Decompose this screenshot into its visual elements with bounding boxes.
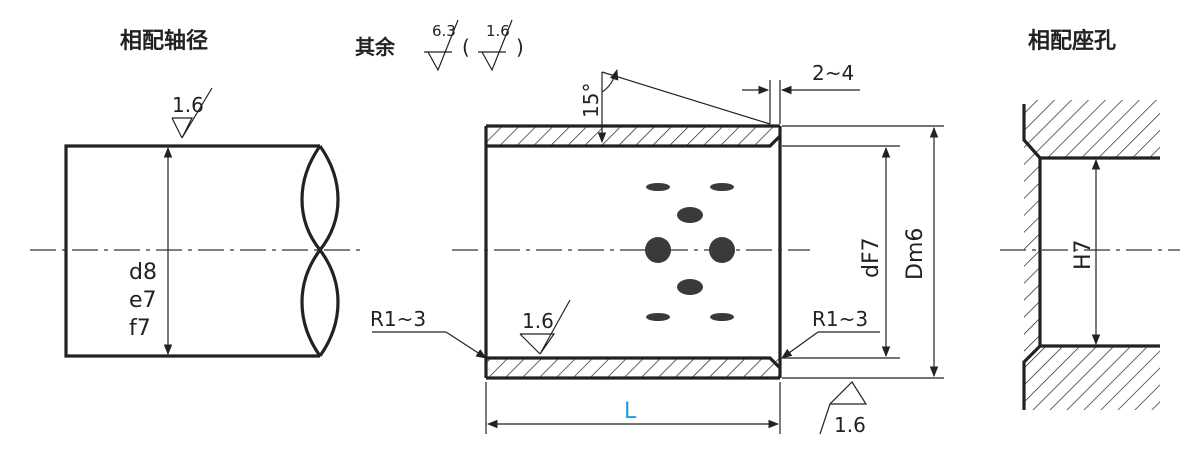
pocket-icon bbox=[677, 279, 703, 295]
roughness-symbol-icon bbox=[819, 381, 868, 435]
roughness-symbol-icon bbox=[427, 19, 459, 72]
shaft-view: 1.6 d8 e7 f7 bbox=[30, 87, 360, 358]
break-line bbox=[317, 145, 340, 357]
shaft-title: 相配轴径 bbox=[120, 28, 208, 54]
paren-close: ) bbox=[516, 35, 524, 59]
remaining-roughness-note: 其余 6.3 ( 1.6 ) bbox=[355, 19, 524, 72]
hole-tol-label: H7 bbox=[1071, 239, 1096, 270]
remaining-value-2: 1.6 bbox=[486, 22, 510, 40]
lubrication-pockets bbox=[645, 183, 735, 321]
length-label: L bbox=[624, 399, 637, 424]
outer-diameter-label: Dm6 bbox=[903, 228, 928, 280]
inner-diameter-label: dF7 bbox=[859, 237, 884, 278]
break-line bbox=[300, 145, 323, 357]
radius-left-label: R1~3 bbox=[370, 307, 426, 331]
pocket-icon bbox=[709, 237, 735, 263]
hole-upper-edge bbox=[1022, 104, 1160, 160]
bottom-wall-hatch bbox=[486, 358, 780, 378]
shaft-tol-d8: d8 bbox=[129, 260, 157, 285]
angle-label: 15° bbox=[579, 83, 603, 118]
pocket-icon bbox=[646, 183, 670, 191]
shaft-outline bbox=[64, 144, 320, 358]
shaft-roughness: 1.6 bbox=[172, 93, 204, 117]
pocket-icon bbox=[710, 183, 734, 191]
pocket-icon bbox=[710, 313, 734, 321]
shaft-tol-f7: f7 bbox=[129, 316, 151, 341]
pocket-icon bbox=[677, 207, 703, 223]
paren-open: ( bbox=[462, 35, 470, 59]
bore-roughness: 1.6 bbox=[522, 309, 554, 333]
shaft-tol-e7: e7 bbox=[129, 288, 157, 313]
hole-view: H7 bbox=[1000, 100, 1180, 410]
outer-roughness: 1.6 bbox=[834, 413, 866, 437]
pocket-icon bbox=[646, 313, 670, 321]
pocket-icon bbox=[645, 237, 671, 263]
roughness-symbol-icon bbox=[481, 19, 513, 72]
hole-title: 相配座孔 bbox=[1028, 28, 1116, 54]
bushing-view: 15° 2~4 1.6 R1~3 R1~3 dF7 Dm6 1.6 bbox=[370, 61, 944, 437]
remaining-prefix: 其余 bbox=[355, 35, 396, 59]
angle-arc bbox=[601, 68, 619, 93]
top-wall-hatch bbox=[486, 126, 780, 146]
bushing-wall-lines bbox=[486, 124, 782, 380]
roughness-symbol-icon bbox=[520, 299, 571, 355]
hole-lower-edge bbox=[1022, 344, 1160, 410]
chamfer-width-label: 2~4 bbox=[812, 61, 854, 85]
remaining-value-1: 6.3 bbox=[432, 22, 456, 40]
radius-right-label: R1~3 bbox=[812, 307, 868, 331]
roughness-symbol-icon bbox=[172, 87, 213, 139]
